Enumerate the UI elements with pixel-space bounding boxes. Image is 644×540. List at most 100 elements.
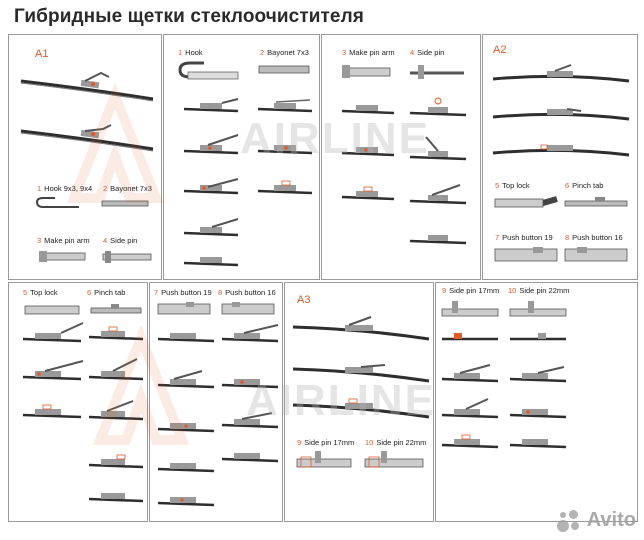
make-pin-adapter <box>340 63 394 81</box>
mounted-side-pin <box>440 331 500 347</box>
push-button-adapter <box>220 301 278 317</box>
mounted-push-button <box>220 449 280 467</box>
mounted-side-pin <box>440 434 500 453</box>
top-lock-adapter <box>493 195 559 211</box>
mounted-hook <box>182 97 240 117</box>
mounted-push-button <box>156 369 216 393</box>
top-lock-adapter <box>23 303 81 317</box>
side-pin-adapter <box>295 449 353 475</box>
side-pin-adapter <box>363 449 425 475</box>
mounted-pinch-tab <box>87 326 145 345</box>
mounted-pinch-tab <box>87 454 145 473</box>
mounted-side-pin <box>408 183 468 209</box>
mounted-make-pin <box>340 186 396 205</box>
push-button-adapter <box>493 245 559 265</box>
mounted-push-button <box>220 409 280 433</box>
side-pin-adapter <box>408 63 466 81</box>
hook-adapter <box>35 197 85 211</box>
mounted-top-lock <box>21 359 84 385</box>
wiper-blade <box>19 71 155 103</box>
avito-logo: Avito <box>556 509 636 532</box>
bayonet-adapter <box>258 63 312 77</box>
mounted-top-lock <box>21 321 84 347</box>
mounted-side-pin <box>508 435 568 453</box>
mounted-pinch-tab <box>87 399 145 425</box>
mounted-bayonet <box>256 179 314 199</box>
mounted-push-button <box>220 369 280 393</box>
mounted-top-lock <box>21 404 83 423</box>
mounted-side-pin <box>408 95 468 121</box>
bayonet-adapter <box>101 199 151 209</box>
wiper-blade <box>491 64 631 91</box>
make-pin-adapter <box>37 249 89 265</box>
wiper-blade <box>291 359 431 385</box>
mounted-side-pin <box>508 331 568 347</box>
panel-a2-heading: A2 <box>493 44 507 56</box>
mounted-bayonet <box>256 139 314 159</box>
wiper-blade <box>291 395 431 421</box>
mounted-make-pin <box>340 101 396 119</box>
mounted-hook <box>182 255 240 271</box>
mounted-push-button <box>156 419 216 437</box>
avito-dots-icon <box>556 509 583 532</box>
mounted-hook <box>182 175 240 199</box>
push-button-adapter <box>156 301 214 317</box>
panel-a3-heading: A3 <box>297 294 311 306</box>
mounted-side-pin <box>408 136 468 167</box>
wiper-blade <box>291 316 431 343</box>
page-title: Гибридные щетки стеклоочистителя <box>14 6 364 27</box>
side-pin-adapter <box>508 299 568 321</box>
mounted-make-pin <box>340 143 396 161</box>
mounted-bayonet <box>256 97 314 117</box>
side-pin-adapter <box>440 299 500 321</box>
wiper-blade <box>19 124 155 153</box>
mounted-push-button <box>156 459 216 477</box>
mounted-push-button <box>220 323 280 347</box>
mounted-pinch-tab <box>87 489 145 507</box>
side-pin-adapter <box>101 249 153 265</box>
wiper-blade <box>491 143 631 165</box>
mounted-side-pin <box>408 231 468 249</box>
mounted-pinch-tab <box>87 358 145 385</box>
mounted-hook <box>182 217 240 241</box>
mounted-push-button <box>156 493 216 511</box>
push-button-adapter <box>563 245 629 265</box>
mounted-hook <box>182 134 240 159</box>
panel-a1-heading: A1 <box>35 48 49 60</box>
mounted-side-pin <box>440 398 500 423</box>
mounted-side-pin <box>508 363 568 387</box>
pinch-tab-adapter <box>563 195 629 211</box>
hook-adapter <box>178 61 242 83</box>
wiper-blade <box>491 107 631 129</box>
mounted-side-pin <box>440 363 500 387</box>
pinch-tab-adapter <box>89 303 143 317</box>
